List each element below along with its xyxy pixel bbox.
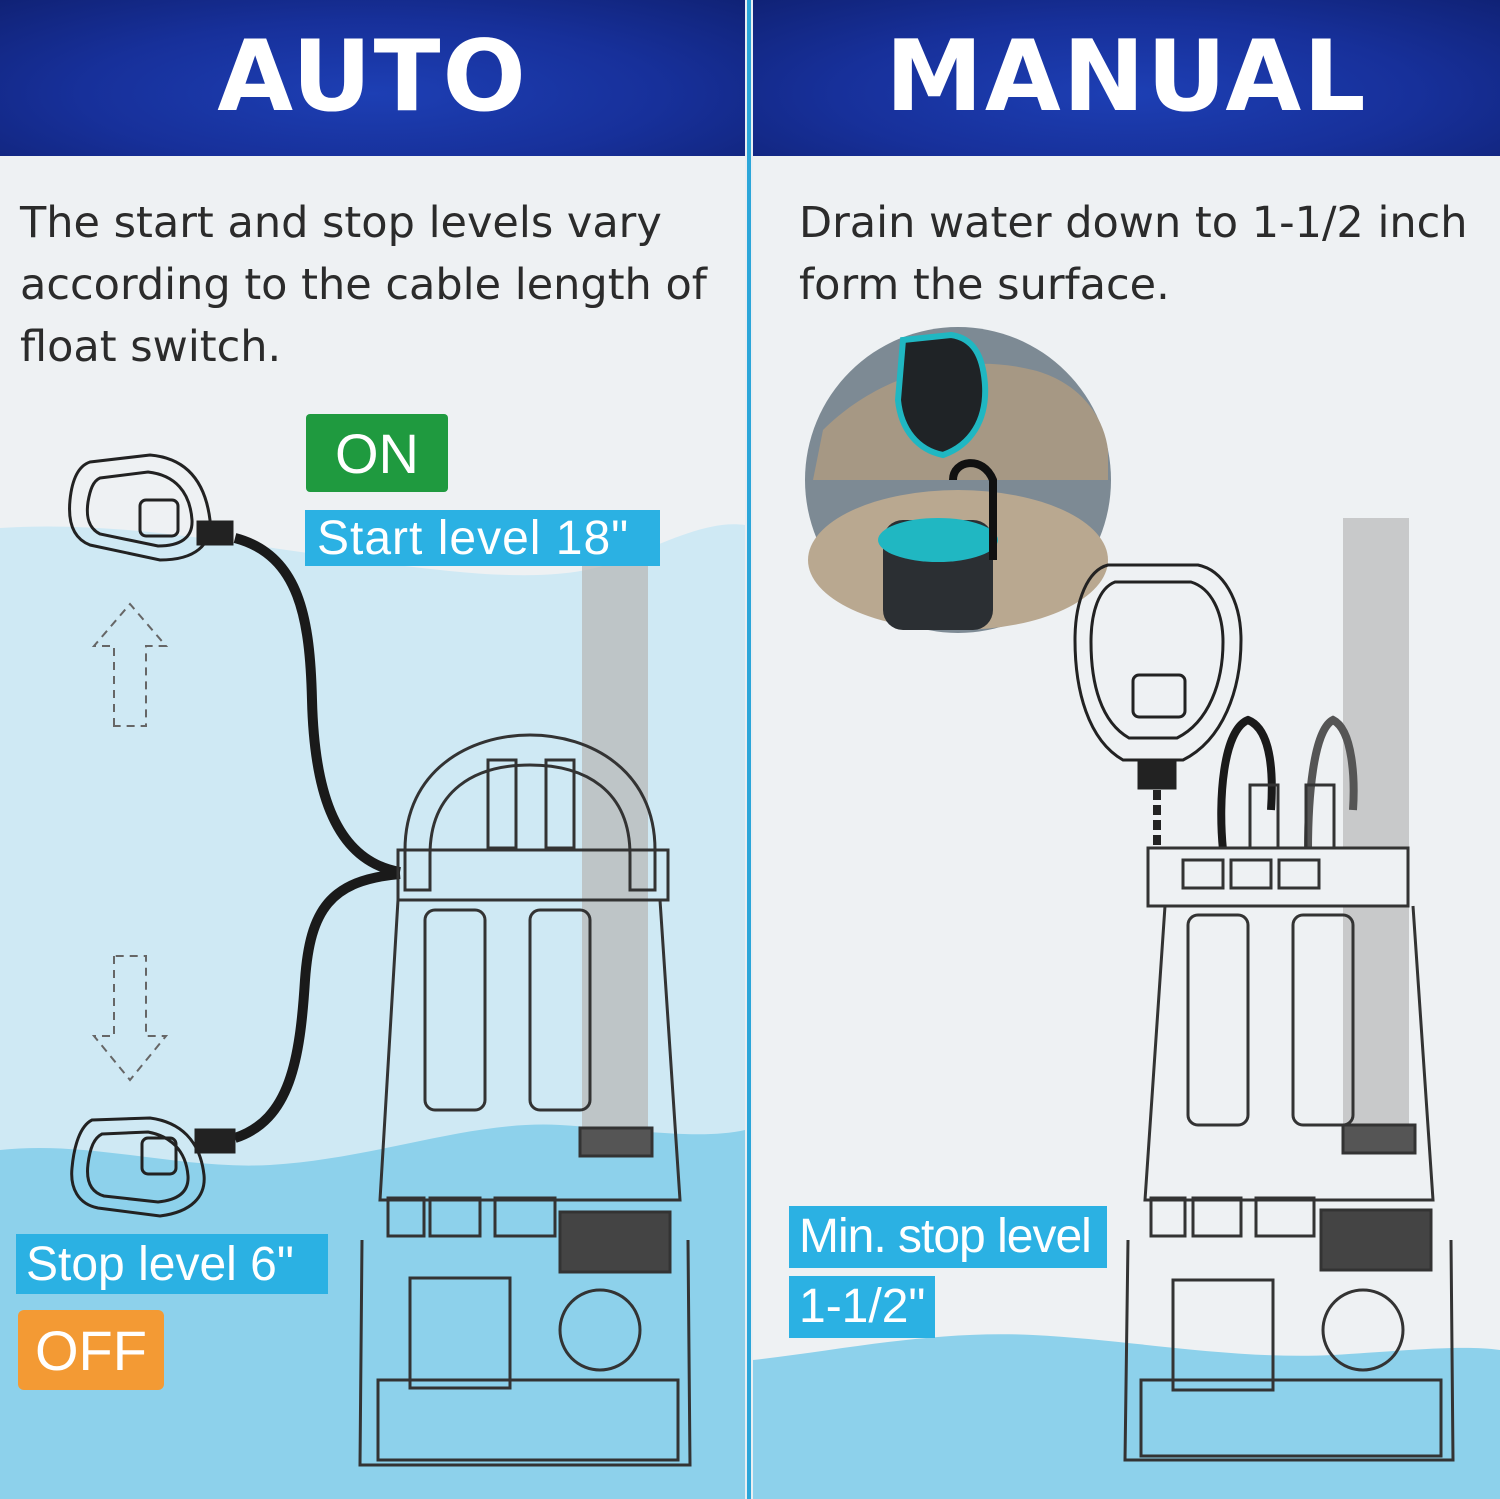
pump-icon [358,733,692,1467]
cable [1217,715,1276,851]
manual-title: MANUAL [885,20,1368,134]
stop-level-tag: Stop level 6" [16,1234,328,1294]
auto-banner: AUTO [0,0,745,156]
on-badge: ON [306,414,448,492]
cable-lower [233,869,401,1143]
photo-inset [805,327,1111,633]
float-switch-icon [70,1116,236,1218]
manual-panel: MANUAL Drain water down to 1-1/2 inch fo… [753,0,1500,1499]
auto-description: The start and stop levels vary according… [20,198,707,372]
cable-upper [233,533,401,877]
down-arrow-icon [91,955,169,1082]
min-stop-level-value-tag: 1-1/2" [789,1276,935,1338]
pump-icon [1123,783,1455,1462]
cable [1304,715,1358,851]
up-arrow-icon [91,602,169,727]
manual-description: Drain water down to 1-1/2 inch form the … [799,198,1468,310]
manual-banner: MANUAL [753,0,1500,156]
manual-illustration [753,327,1500,1499]
auto-title: AUTO [217,20,528,134]
float-switch-icon [68,453,234,562]
start-level-tag: Start level 18" [305,510,660,566]
float-switch-icon [1073,563,1243,900]
off-badge: OFF [18,1310,164,1390]
min-stop-level-tag: Min. stop level [789,1206,1107,1268]
discharge-pipe [582,560,648,1135]
divider-line [747,0,751,1499]
